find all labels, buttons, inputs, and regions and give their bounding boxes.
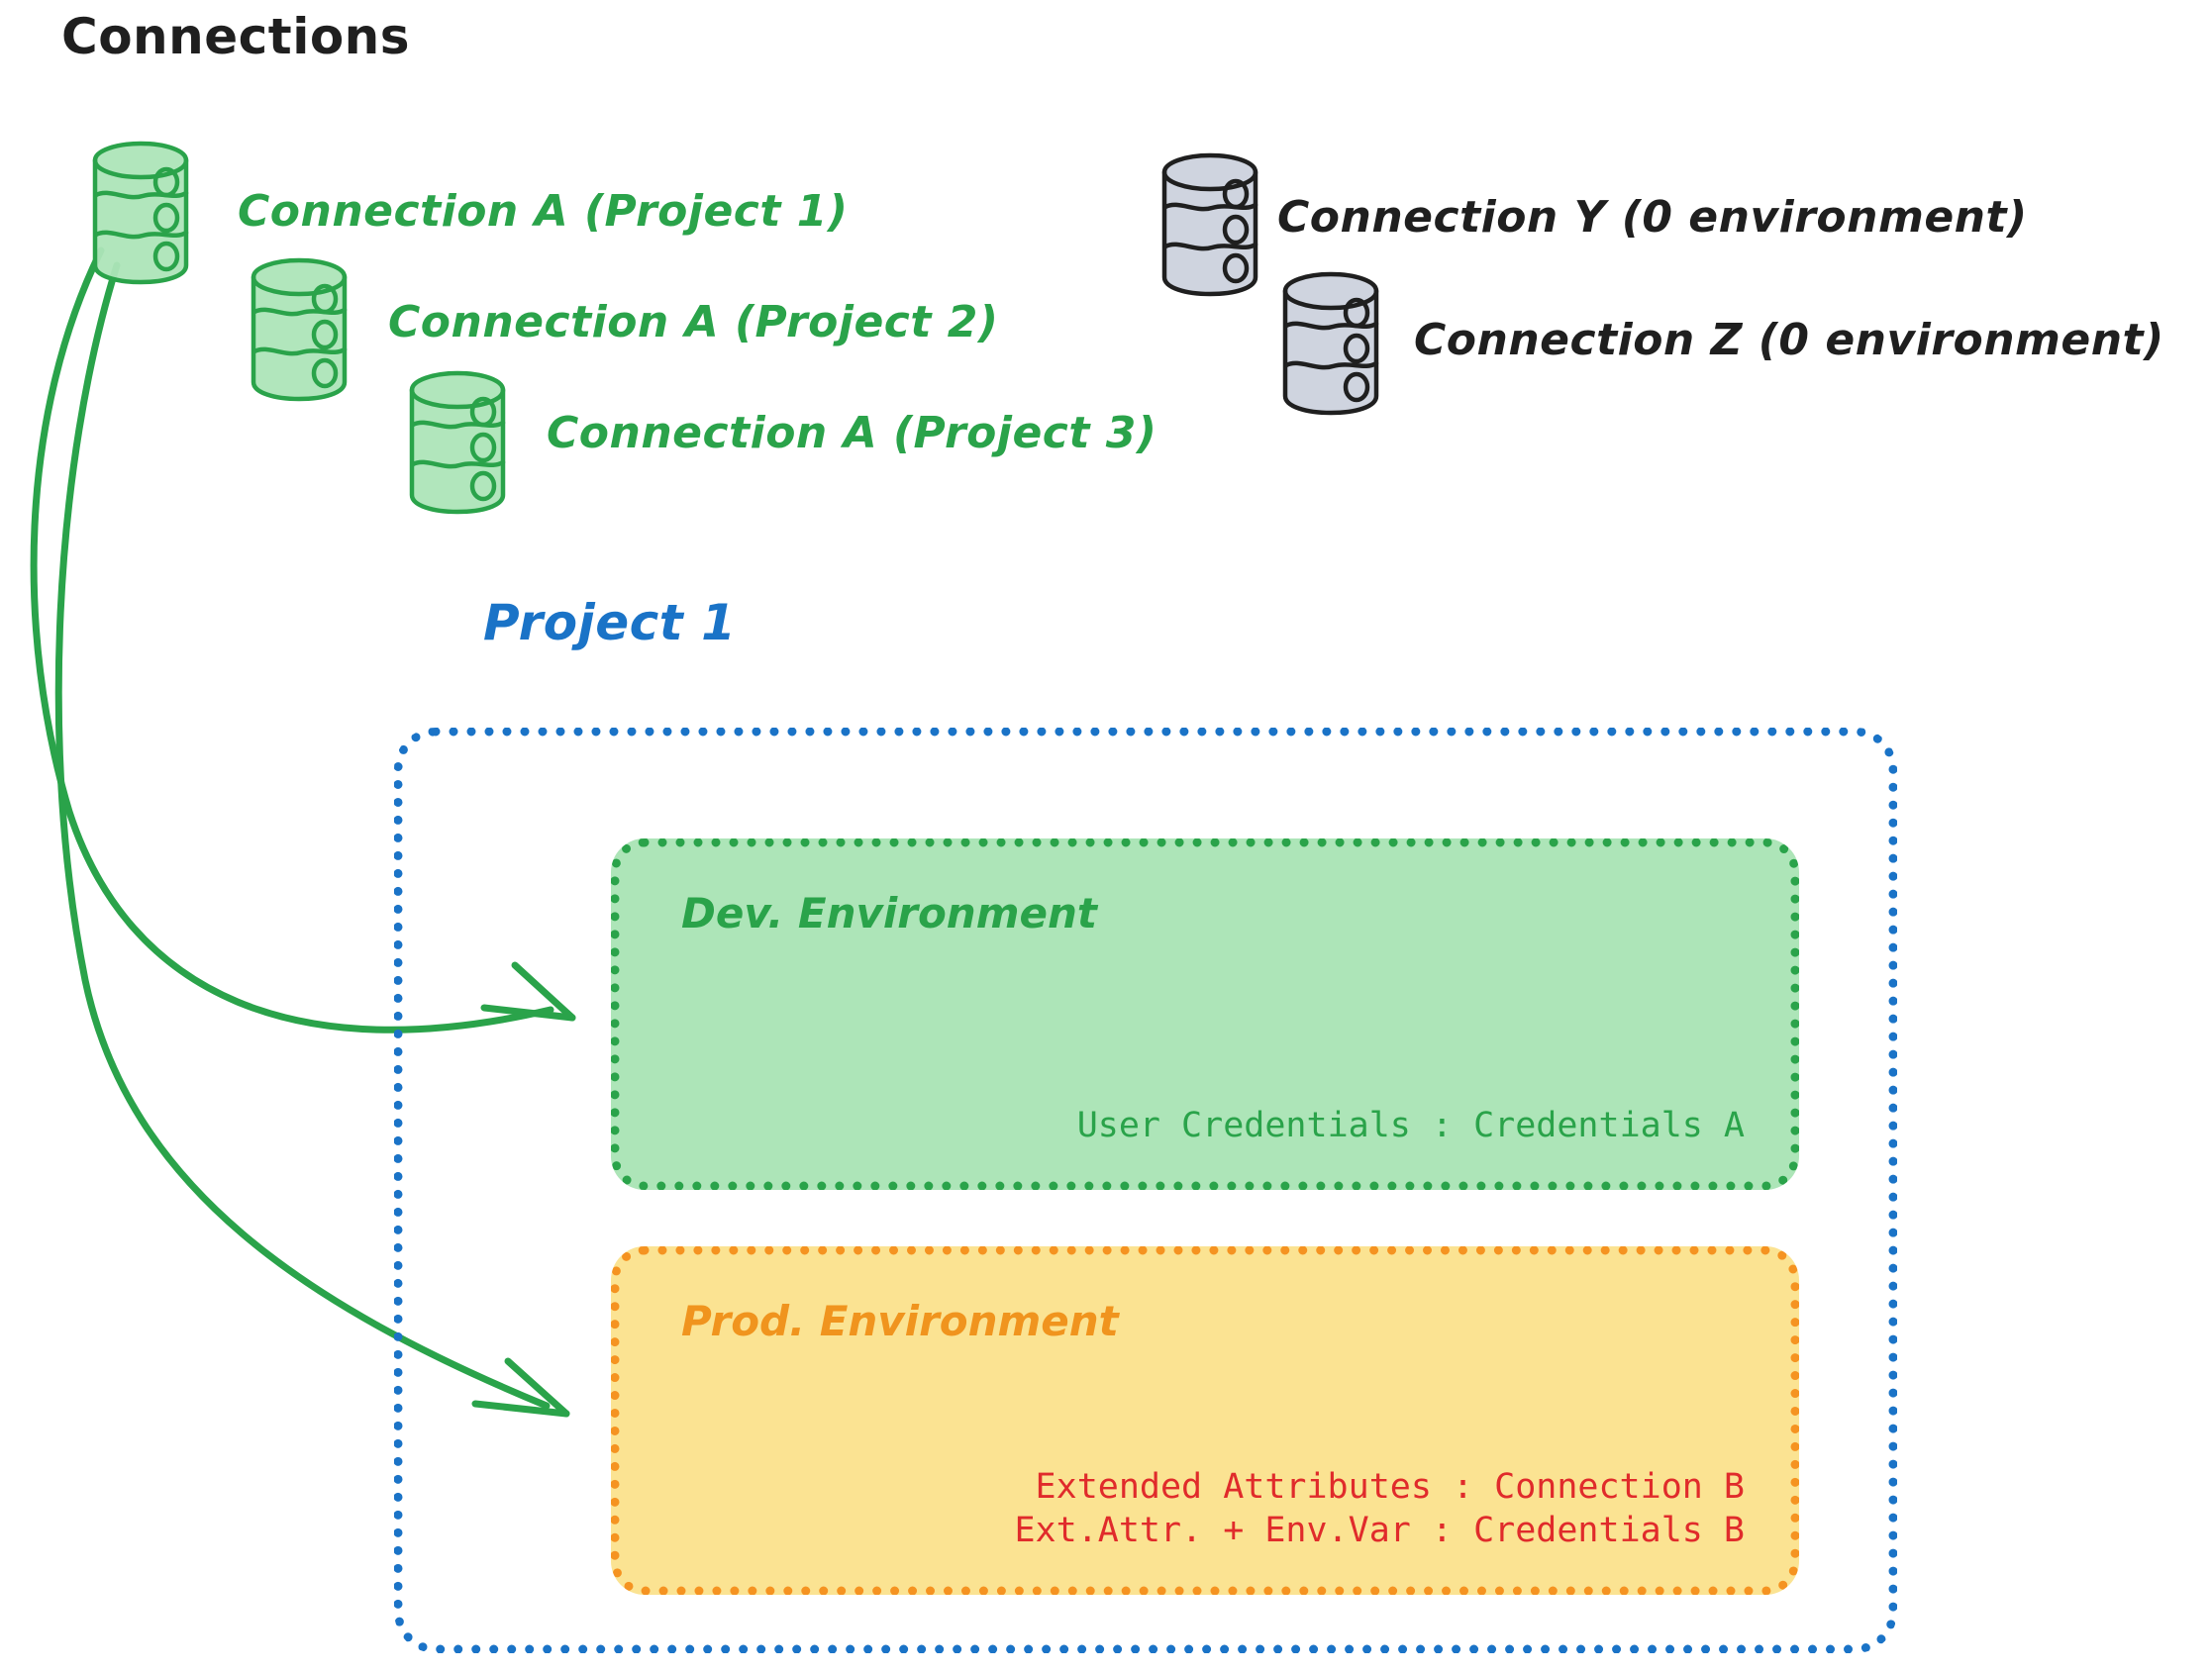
environment-title-dev: Dev. Environment: [681, 889, 1097, 937]
database-icon-connection-z: [1277, 269, 1384, 422]
environment-box-prod: Prod. Environment Extended Attributes : …: [611, 1246, 1799, 1595]
environment-box-dev: Dev. Environment User Credentials : Cred…: [611, 838, 1799, 1190]
detail-line-extended-attributes: Extended Attributes : Connection B: [1035, 1467, 1745, 1507]
environment-title-prod: Prod. Environment: [681, 1297, 1119, 1345]
environment-details-dev: User Credentials : Credentials A: [1077, 1104, 1745, 1147]
connection-label-y: Connection Y (0 environment): [1277, 192, 2028, 243]
connection-label-a-project-2: Connection A (Project 2): [388, 297, 999, 347]
page-title: Connections: [61, 8, 411, 65]
connection-label-z: Connection Z (0 environment): [1414, 315, 2164, 365]
detail-line-ext-attr-env-var: Ext.Attr. + Env.Var : Credentials B: [1014, 1511, 1745, 1550]
connection-label-a-project-3: Connection A (Project 3): [547, 408, 1157, 458]
environment-details-prod: Extended Attributes : Connection B Ext.A…: [1014, 1465, 1745, 1552]
project-title: Project 1: [483, 594, 737, 651]
database-icon-connection-a-project-2: [246, 255, 352, 408]
connection-label-a-project-1: Connection A (Project 1): [238, 186, 849, 237]
detail-line-user-credentials: User Credentials : Credentials A: [1076, 1106, 1745, 1145]
project-container: Dev. Environment User Credentials : Cred…: [394, 728, 1897, 1653]
database-icon-connection-y: [1156, 150, 1263, 303]
database-icon-connection-a-project-3: [404, 368, 511, 521]
database-icon-connection-a-project-1: [87, 139, 194, 291]
